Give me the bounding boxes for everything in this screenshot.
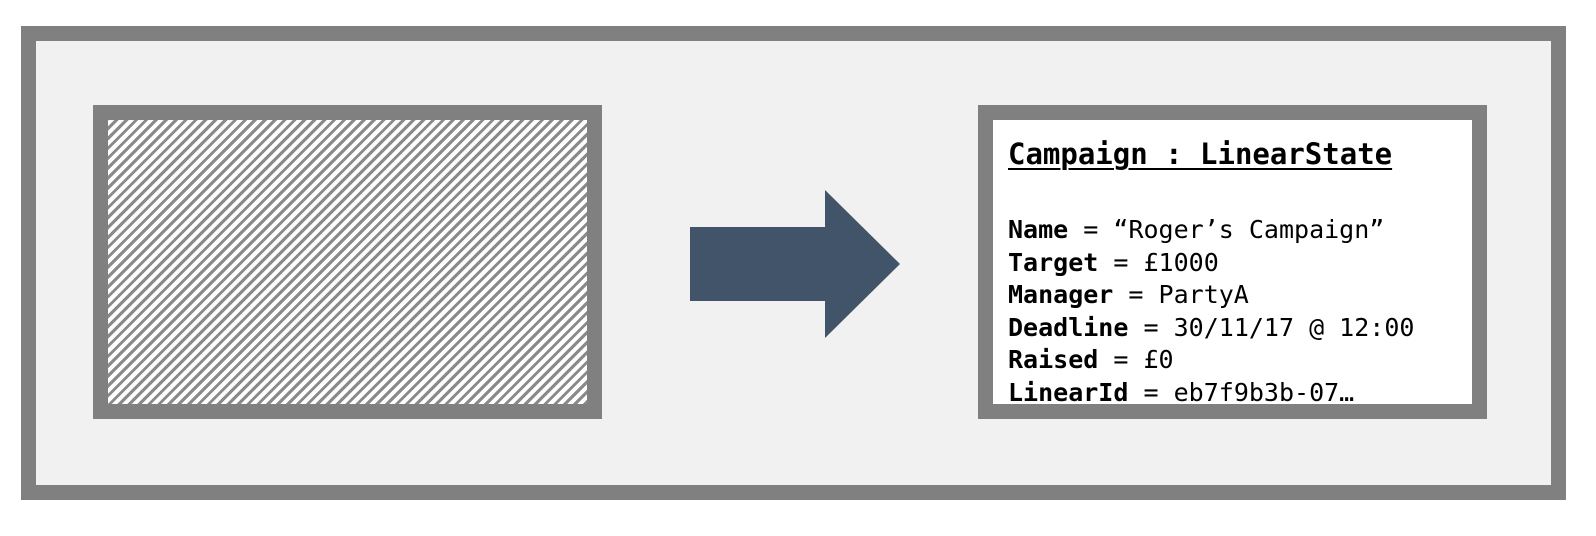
property-value: £0 xyxy=(1143,345,1174,374)
property-row-manager: Manager = PartyA xyxy=(1008,279,1414,312)
property-row-linearid: LinearId = eb7f9b3b-07… xyxy=(1008,377,1414,410)
transition-arrow-icon xyxy=(690,190,900,338)
property-row-target: Target = £1000 xyxy=(1008,247,1414,280)
property-value: PartyA xyxy=(1158,280,1249,309)
property-key: Name xyxy=(1008,215,1069,244)
property-row-raised: Raised = £0 xyxy=(1008,344,1414,377)
property-separator: = xyxy=(1113,247,1129,277)
property-value: £1000 xyxy=(1143,247,1219,277)
property-row-name: Name = “Roger’s Campaign” xyxy=(1008,214,1414,247)
property-key: LinearId xyxy=(1008,377,1129,407)
empty-input-state-box xyxy=(93,105,602,419)
property-key: Manager xyxy=(1008,280,1114,309)
property-separator: = xyxy=(1083,215,1099,244)
property-value: “Roger’s Campaign” xyxy=(1113,215,1385,244)
campaign-state-box: Campaign : LinearState Name = “Roger’s C… xyxy=(978,105,1487,419)
state-properties: Name = “Roger’s Campaign” Target = £1000… xyxy=(1008,214,1414,409)
property-separator: = xyxy=(1113,345,1129,374)
property-row-deadline: Deadline = 30/11/17 @ 12:00 xyxy=(1008,312,1414,345)
property-value: 30/11/17 @ 12:00 xyxy=(1173,312,1415,342)
property-key: Target xyxy=(1008,247,1099,277)
arrow-shape xyxy=(690,190,900,338)
property-separator: = xyxy=(1128,280,1144,309)
property-separator: = xyxy=(1143,377,1159,407)
property-key: Deadline xyxy=(1008,312,1129,342)
property-key: Raised xyxy=(1008,345,1099,374)
property-separator: = xyxy=(1143,312,1159,342)
property-value: eb7f9b3b-07… xyxy=(1173,377,1355,407)
state-title: Campaign : LinearState xyxy=(1008,137,1393,171)
